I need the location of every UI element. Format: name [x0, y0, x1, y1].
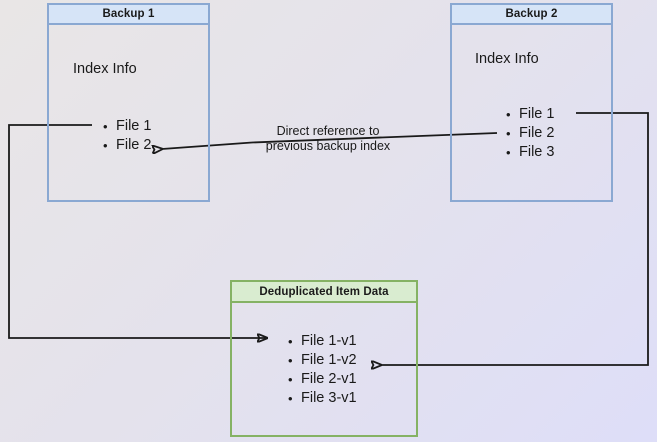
list-item[interactable]: File 2 [506, 124, 555, 143]
node-deduplicated-item-data-header-label: Deduplicated Item Data [259, 285, 389, 298]
node-deduplicated-item-data-header: Deduplicated Item Data [230, 280, 418, 303]
node-backup-1-header-label: Backup 1 [102, 8, 155, 20]
node-backup-2-index-label: Index Info [475, 51, 539, 67]
node-backup-1-file-list: File 1 File 2 [100, 117, 152, 155]
node-deduplicated-item-data-file-list: File 1-v1 File 1-v2 File 2-v1 File 3-v1 [285, 332, 357, 408]
node-backup-1-index-label: Index Info [73, 61, 137, 77]
edge-label-direct-reference: Direct reference to previous backup inde… [265, 124, 391, 153]
list-item[interactable]: File 3 [506, 143, 555, 162]
list-item[interactable]: File 1-v1 [288, 332, 357, 351]
list-item[interactable]: File 1 [103, 117, 152, 136]
node-backup-1-header: Backup 1 [47, 3, 210, 25]
node-backup-2[interactable] [450, 3, 613, 202]
list-item[interactable]: File 3-v1 [288, 389, 357, 408]
list-item[interactable]: File 2 [103, 136, 152, 155]
list-item[interactable]: File 2-v1 [288, 370, 357, 389]
node-backup-2-file-list: File 1 File 2 File 3 [503, 105, 555, 162]
node-backup-2-header-label: Backup 2 [505, 8, 558, 20]
list-item[interactable]: File 1-v2 [288, 351, 357, 370]
node-backup-2-header: Backup 2 [450, 3, 613, 25]
node-backup-1[interactable] [47, 3, 210, 202]
list-item[interactable]: File 1 [506, 105, 555, 124]
